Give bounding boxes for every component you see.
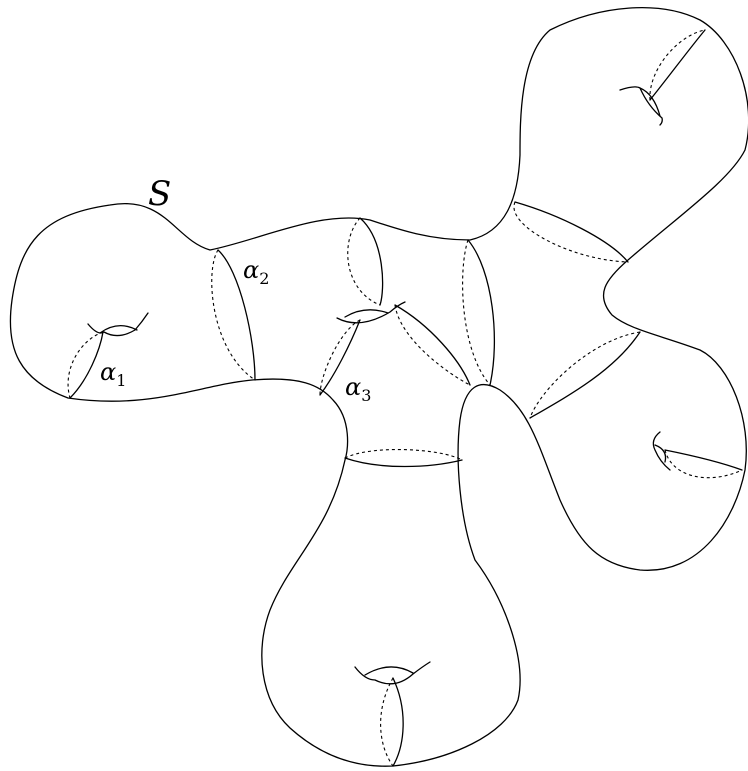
curve-label-alpha-1: α1 [100, 358, 126, 390]
handle-hole-left [88, 313, 148, 336]
curve-label-alpha-2-index: 2 [259, 269, 269, 288]
curve-label-alpha-3-index: 3 [361, 386, 371, 405]
curve-top-handle-front [650, 30, 705, 100]
curve-lower-arm-back [530, 332, 640, 418]
curve-right-center-front [468, 240, 494, 385]
curve-right-handle-back [665, 450, 742, 478]
handle-hole-bottom [355, 662, 430, 684]
curve-center-diagonal-back [395, 305, 470, 385]
curve-label-alpha-3: α3 [345, 373, 371, 405]
curve-alpha-1-back [68, 332, 103, 398]
curve-label-alpha-2-symbol: α [243, 256, 259, 284]
curve-center-diagonal-front [395, 305, 470, 385]
curve-top-center-back [348, 218, 380, 305]
curve-bottom-handle-front [393, 678, 403, 766]
curve-label-alpha-1-symbol: α [100, 358, 116, 386]
curve-upper-arm-front [515, 202, 628, 262]
curve-label-alpha-1-index: 1 [116, 371, 126, 390]
curve-bottom-front [345, 458, 462, 467]
curve-bottom-back [345, 450, 462, 460]
curve-upper-arm-back [514, 202, 628, 262]
curve-label-alpha-2: α2 [243, 256, 269, 288]
curve-top-center-front [360, 218, 383, 305]
curve-bottom-handle-back [381, 678, 393, 766]
curve-right-center-back [463, 240, 490, 385]
curve-right-handle-front [665, 450, 742, 470]
surface-label: S [148, 174, 171, 214]
curve-lower-arm-front [530, 332, 640, 418]
curve-label-alpha-3-symbol: α [345, 373, 361, 401]
